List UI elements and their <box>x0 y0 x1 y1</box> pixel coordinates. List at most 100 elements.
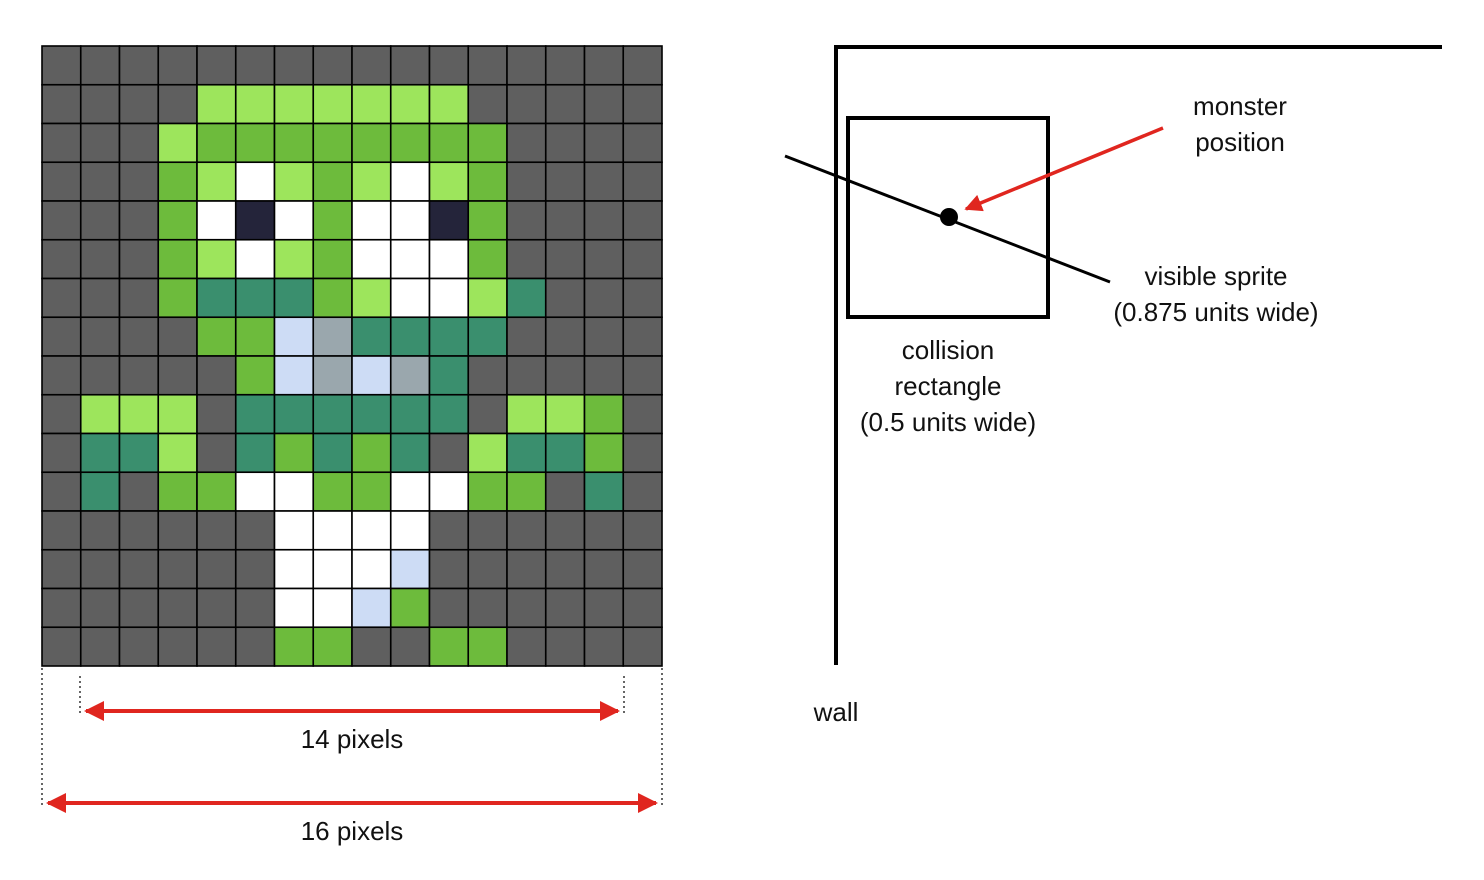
sprite-pixel <box>622 238 663 280</box>
collision-rectangle <box>846 116 1050 319</box>
sprite-pixel <box>273 238 315 280</box>
sprite-pixel <box>196 122 237 164</box>
sprite-pixel <box>157 471 198 512</box>
sprite-pixel <box>234 355 276 396</box>
sprite-pixel <box>234 587 276 629</box>
sprite-pixel <box>467 432 508 474</box>
sprite-pixel <box>79 393 121 435</box>
sprite-pixel <box>41 355 82 396</box>
sprite-pixel <box>428 587 470 629</box>
sprite-pixel <box>273 393 315 435</box>
sprite-pixel <box>196 238 237 280</box>
sprite-pixel <box>234 277 276 319</box>
sprite-pixel <box>312 393 353 435</box>
sprite-pixel <box>351 510 392 551</box>
sprite-pixel <box>506 161 547 202</box>
sprite-pixel <box>428 471 470 512</box>
sprite-pixel <box>118 510 160 551</box>
sprite-pixel <box>622 587 663 629</box>
sprite-pixel <box>622 355 663 396</box>
sprite-pixel <box>467 200 508 241</box>
visible-sprite-label-line1: visible sprite <box>1144 261 1287 291</box>
sprite-pixel <box>583 200 625 241</box>
sprite-pixel <box>506 471 547 512</box>
sprite-pixel <box>234 548 276 590</box>
dimension-guides <box>41 668 663 808</box>
sprite-pixel <box>467 510 508 551</box>
sprite-pixel <box>544 161 586 202</box>
sprite-pixel <box>389 316 431 357</box>
sprite-pixel <box>389 45 431 86</box>
sprite-pixel <box>118 316 160 357</box>
sprite-pixel <box>467 587 508 629</box>
sprite-pixel <box>196 83 237 125</box>
sprite-pixel <box>506 393 547 435</box>
sprite-pixel <box>41 432 82 474</box>
sprite-pixel <box>506 548 547 590</box>
sprite-pixel <box>41 45 82 86</box>
sprite-pixel <box>41 277 82 319</box>
sprite-pixel <box>196 548 237 590</box>
sprite-pixel <box>157 355 198 396</box>
sprite-pixel <box>622 161 663 202</box>
sprite-pixel <box>544 626 586 667</box>
sprite-pixel <box>234 432 276 474</box>
sprite-pixel <box>118 122 160 164</box>
sprite-pixel <box>351 432 392 474</box>
sprite-pixel <box>234 45 276 86</box>
sprite-pixel <box>79 587 121 629</box>
sprite-pixel <box>467 626 508 667</box>
sprite-pixel <box>583 355 625 396</box>
sprite-pixel <box>351 316 392 357</box>
sprite-pixel <box>157 83 198 125</box>
sprite-pixel <box>79 432 121 474</box>
sprite-pixel <box>41 122 82 164</box>
sprite-pixel <box>544 471 586 512</box>
monster-position-dot <box>940 208 958 226</box>
sprite-pixel <box>196 277 237 319</box>
sprite-pixel <box>583 122 625 164</box>
sprite-pixel <box>118 548 160 590</box>
sprite-pixel <box>234 122 276 164</box>
sprite-pixel <box>312 200 353 241</box>
sprite-pixel <box>41 393 82 435</box>
sprite-pixel <box>312 626 353 667</box>
sprite-pixel <box>273 548 315 590</box>
sprite-pixel <box>583 83 625 125</box>
sprite-pixel <box>583 626 625 667</box>
sprite-pixel <box>428 316 470 357</box>
sprite-pixel <box>79 471 121 512</box>
sprite-pixel <box>351 471 392 512</box>
sprite-pixel <box>79 238 121 280</box>
sprite-pixel <box>428 83 470 125</box>
sprite-pixel <box>467 471 508 512</box>
sprite-pixel <box>351 587 392 629</box>
visible-sprite-label-line2: (0.875 units wide) <box>1113 297 1318 327</box>
sprite-pixel <box>622 45 663 86</box>
sprite-pixel <box>506 587 547 629</box>
sprite-pixel-grid <box>41 45 663 667</box>
sprite-pixel <box>273 122 315 164</box>
sprite-pixel <box>273 161 315 202</box>
sprite-pixel <box>312 548 353 590</box>
sprite-pixel <box>234 238 276 280</box>
sprite-pixel <box>583 316 625 357</box>
wall-label: wall <box>813 697 859 727</box>
sprite-pixel <box>428 393 470 435</box>
sprite-pixel <box>118 83 160 125</box>
sprite-pixel <box>428 548 470 590</box>
sprite-pixel <box>79 510 121 551</box>
sprite-pixel <box>622 122 663 164</box>
sprite-pixel <box>467 316 508 357</box>
sprite-pixel <box>118 355 160 396</box>
sprite-pixel <box>312 510 353 551</box>
sprite-pixel <box>157 200 198 241</box>
sprite-pixel <box>622 277 663 319</box>
sprite-pixel <box>41 510 82 551</box>
sprite-pixel <box>428 200 470 241</box>
sprite-pixel <box>351 355 392 396</box>
sprite-pixel <box>428 626 470 667</box>
outer-width-label: 16 pixels <box>301 816 404 846</box>
sprite-pixel <box>118 161 160 202</box>
sprite-pixel <box>506 277 547 319</box>
